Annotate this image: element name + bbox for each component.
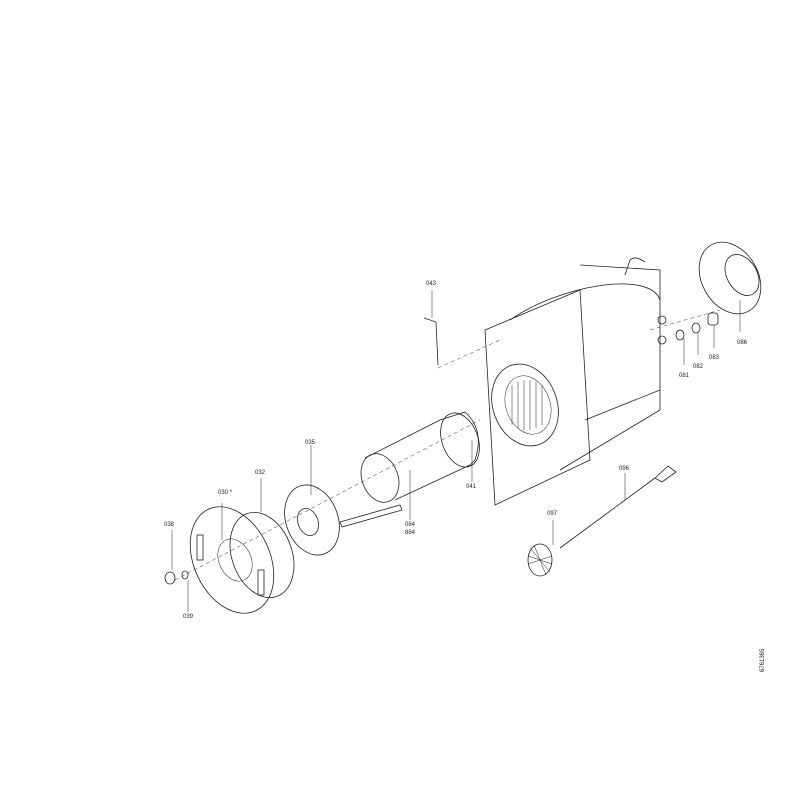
- label-884: 884: [405, 530, 416, 536]
- leader-lines: [171, 290, 741, 612]
- label-084: 084: [405, 522, 416, 528]
- rear-axis: [649, 309, 721, 331]
- label-043: 043: [426, 281, 437, 287]
- burner-housing: [484, 257, 667, 506]
- cleaning-rod-096: [559, 477, 656, 549]
- label-032: 032: [255, 470, 266, 476]
- label-038: 038: [164, 522, 175, 528]
- allen-key-043: [423, 317, 439, 366]
- assembly-axis: [174, 419, 481, 581]
- label-082: 082: [693, 364, 704, 370]
- label-097: 097: [547, 511, 558, 517]
- label-083: 083: [709, 355, 720, 361]
- label-035: 035: [305, 440, 316, 446]
- label-030: 030 *: [218, 490, 233, 496]
- label-039: 039: [183, 614, 194, 620]
- washer-081: [675, 329, 685, 341]
- electrode-rod: [339, 504, 403, 528]
- drawing-number: 6761365: [760, 648, 766, 672]
- flame-tube-084: [360, 411, 480, 503]
- baffle-disk-035: [284, 484, 340, 556]
- label-096: 096: [619, 466, 630, 472]
- oring-039: [181, 570, 189, 580]
- nut-083: [707, 312, 719, 326]
- brush-097: [527, 543, 553, 577]
- cover-086: [698, 241, 762, 315]
- washer-082: [691, 322, 701, 334]
- label-081: 081: [679, 373, 690, 379]
- label-086: 086: [737, 340, 748, 346]
- mounting-plate-030: [189, 506, 275, 614]
- gasket-ring-032: [229, 511, 295, 599]
- cap-038: [164, 571, 176, 585]
- label-041: 041: [466, 484, 477, 490]
